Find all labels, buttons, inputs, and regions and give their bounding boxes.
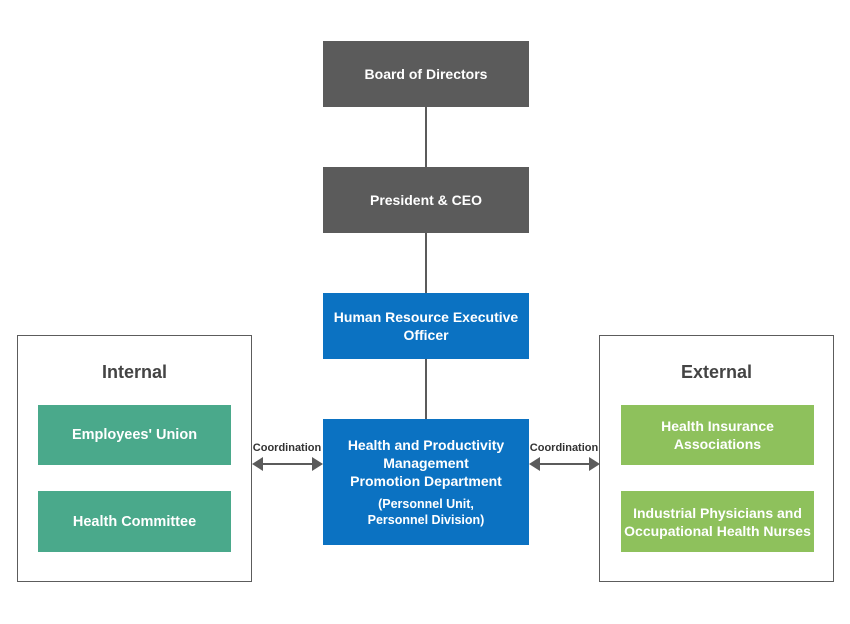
department-name-line1: Health and Productivity [347, 437, 505, 453]
president-ceo-box: President & CEO [323, 167, 529, 233]
industrial-physicians-line2: Occupational Health Nurses [624, 522, 811, 539]
department-subtitle-line1: (Personnel Unit, [378, 497, 474, 511]
health-productivity-department-box: Health and Productivity Management Promo… [323, 419, 529, 545]
department-subtitle: (Personnel Unit, Personnel Division) [368, 496, 485, 528]
right-coordination-label: Coordination [529, 442, 599, 454]
connector-board-president [425, 107, 427, 167]
health-committee-label: Health Committee [72, 513, 197, 530]
industrial-physicians-box: Industrial Physicians and Occupational H… [621, 491, 814, 552]
president-ceo-label: President & CEO [369, 192, 483, 208]
employees-union-label: Employees' Union [71, 427, 198, 443]
health-insurance-associations-box: Health Insurance Associations [621, 405, 814, 465]
department-name-line2: Management [383, 455, 469, 471]
health-insurance-line2: Associations [673, 436, 762, 452]
hr-executive-officer-line1: Human Resource Executive [333, 309, 519, 325]
industrial-physicians-line1: Industrial Physicians and [633, 504, 802, 521]
board-of-directors-label: Board of Directors [364, 66, 488, 82]
department-subtitle-line2: Personnel Division) [367, 513, 485, 527]
employees-union-box: Employees' Union [38, 405, 231, 465]
right-coordination-arrow [529, 457, 600, 471]
internal-group-title: Internal [101, 362, 167, 382]
health-committee-box: Health Committee [38, 491, 231, 552]
health-insurance-line1: Health Insurance [661, 418, 774, 434]
board-of-directors-box: Board of Directors [323, 41, 529, 107]
left-coordination-label: Coordination [252, 442, 322, 454]
left-coordination-arrow [252, 457, 323, 471]
external-group-title: External [680, 362, 753, 382]
connector-president-hr [425, 233, 427, 293]
connector-hr-department [425, 359, 427, 419]
hr-executive-officer-line2: Officer [403, 327, 449, 343]
department-name-line3: Promotion Department [350, 473, 502, 489]
hr-executive-officer-box: Human Resource Executive Officer [323, 293, 529, 359]
